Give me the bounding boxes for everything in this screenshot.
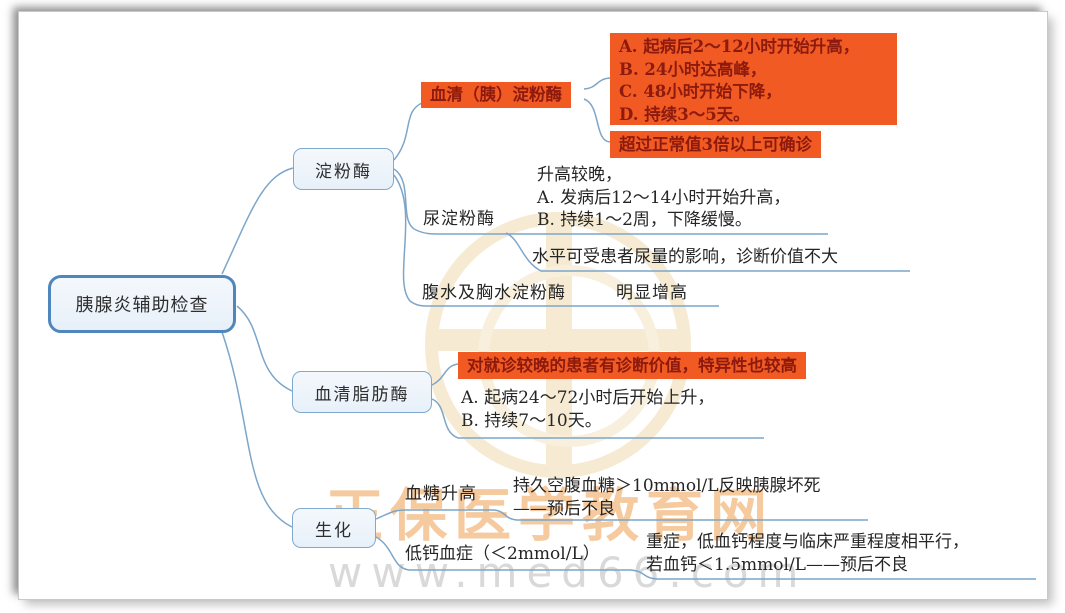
timeline-item: D. 持续3～5天。 (619, 104, 750, 124)
calcium-note: 重症，低血钙程度与临床严重程度相平行， 若血钙＜1.5mmol/L——预后不良 (646, 531, 969, 576)
connector-root-biochem (221, 331, 293, 528)
node-lipase: 血清脂肪酶 (292, 371, 432, 413)
node-lipase-label: 血清脂肪酶 (314, 384, 410, 405)
connector-amylase-serum (393, 102, 423, 161)
calcium-note-line: 重症，低血钙程度与临床严重程度相平行， (646, 532, 969, 552)
url-watermark: www.med66.com (328, 548, 808, 597)
node-biochem-label: 生化 (315, 520, 353, 541)
node-urine-amylase: 尿淀粉酶 (423, 209, 495, 229)
lipase-note-line: A. 起病24～72小时后开始上升， (461, 388, 715, 408)
node-glucose: 血糖升高 (405, 484, 477, 504)
connector-urine-limitation (505, 232, 910, 272)
connector-biochem-glucose (375, 509, 868, 521)
node-serum-amylase-label: 血清（胰）淀粉酶 (430, 85, 562, 104)
node-serum-amylase: 血清（胰）淀粉酶 (421, 82, 571, 108)
glucose-note: 持久空腹血糖＞10mmol/L反映胰腺坏死 ——预后不良 (513, 475, 821, 520)
timeline-item: C. 48小时开始下降， (619, 82, 782, 101)
root-node: 胰腺炎辅助检查 (48, 275, 236, 333)
connector-amylase-fluid (393, 174, 719, 307)
connector-lipase-notes (431, 398, 764, 439)
node-fluid-amylase: 腹水及胸水淀粉酶 (422, 283, 566, 303)
node-biochem: 生化 (292, 508, 376, 548)
serum-diagnosis-box: 超过正常值3倍以上可确诊 (610, 131, 821, 158)
urine-note-line: 升高较晚， (537, 165, 622, 185)
lipase-note-line: B. 持续7～10天。 (461, 410, 602, 431)
urine-note-line: B. 持续1～2周，下降缓慢。 (537, 210, 752, 230)
lipase-notes: A. 起病24～72小时后开始上升， B. 持续7～10天。 (461, 387, 714, 432)
lipase-highlight-box: 对就诊较晚的患者有诊断价值，特异性也较高 (458, 352, 806, 379)
connector-amylase-urine (393, 168, 828, 235)
brand-watermark: 正保医学教育网 (326, 482, 774, 549)
serum-timeline-box: A. 起病后2～12小时开始升高， B. 24小时达高峰， C. 48小时开始下… (610, 33, 897, 125)
timeline-item: A. 起病后2～12小时开始升高， (619, 37, 860, 56)
connector-serum-diagnosis (583, 98, 611, 143)
calcium-note-line: 若血钙＜1.5mmol/L——预后不良 (646, 554, 908, 575)
connector-lipase-highlight (431, 363, 459, 386)
node-calcium: 低钙血症（＜2mmol/L） (405, 544, 600, 564)
connector-root-amylase (221, 167, 294, 275)
urine-note-line: A. 发病后12～14小时开始升高， (537, 187, 791, 208)
root-node-label: 胰腺炎辅助检查 (75, 295, 209, 316)
glucose-note-line: 持久空腹血糖＞10mmol/L反映胰腺坏死 (513, 476, 821, 496)
connector-root-lipase (236, 305, 293, 392)
glucose-note-line: ——预后不良 (513, 498, 615, 519)
urine-notes: 升高较晚， A. 发病后12～14小时开始升高， B. 持续1～2周，下降缓慢。 (537, 164, 790, 232)
node-amylase-label: 淀粉酶 (315, 161, 372, 182)
connector-serum-timeline (583, 77, 611, 90)
fluid-note: 明显增高 (616, 283, 688, 303)
node-amylase: 淀粉酶 (293, 148, 394, 190)
timeline-item: B. 24小时达高峰， (619, 59, 767, 79)
connector-biochem-calcium (375, 536, 1036, 580)
urine-limitation: 水平可受患者尿量的影响，诊断价值不大 (532, 247, 838, 267)
